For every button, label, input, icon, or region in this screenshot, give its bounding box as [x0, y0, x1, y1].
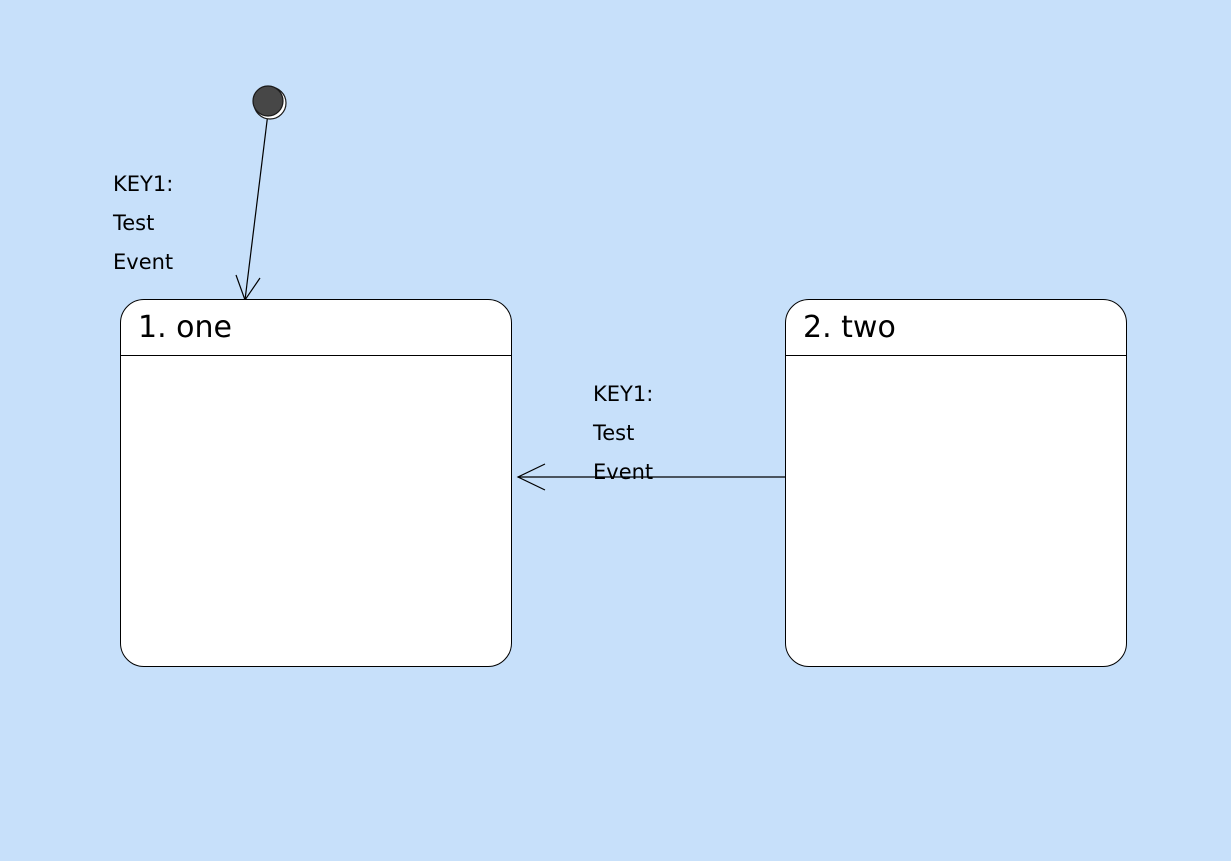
state-two-body: [786, 356, 1126, 666]
state-one[interactable]: 1. one: [120, 299, 512, 667]
label-line-event-key: KEY1:: [593, 382, 654, 406]
label-line-event-word-1: Test: [113, 211, 155, 235]
initial-state-node[interactable]: [252, 85, 287, 120]
label-line-event-word-1: Test: [593, 421, 635, 445]
initial-transition-line: [244, 112, 269, 301]
transition-two-to-one-arrowhead: [516, 463, 546, 491]
initial-node-ring: [253, 86, 287, 120]
state-two-title: 2. two: [803, 309, 896, 345]
state-one-header: 1. one: [121, 300, 511, 356]
transition-two-to-one[interactable]: [516, 463, 793, 491]
label-line-event-word-2: Event: [593, 460, 654, 484]
state-one-title: 1. one: [138, 309, 232, 345]
initial-node-dot: [252, 85, 284, 117]
transition-two-to-one-label: KEY1: Test Event: [593, 375, 653, 492]
initial-transition-arrowhead: [235, 274, 261, 302]
initial-transition[interactable]: [235, 112, 269, 302]
state-two[interactable]: 2. two: [785, 299, 1127, 667]
initial-transition-label: KEY1: Test Event: [113, 165, 173, 282]
label-line-event-key: KEY1:: [113, 172, 174, 196]
state-one-body: [121, 356, 511, 666]
state-two-header: 2. two: [786, 300, 1126, 356]
label-line-event-word-2: Event: [113, 250, 174, 274]
